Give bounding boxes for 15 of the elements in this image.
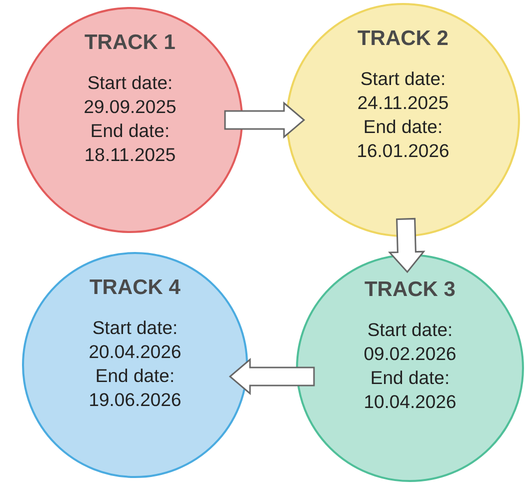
block-arrow xyxy=(388,218,426,274)
date-text: Start date: 24.11.2025 xyxy=(356,67,450,115)
date-text: End date: 18.11.2025 xyxy=(83,119,177,167)
date-text: End date: 16.01.2026 xyxy=(356,115,450,163)
date-text: End date: 10.04.2026 xyxy=(362,366,458,414)
date-text: Start date: 20.04.2026 xyxy=(88,316,182,364)
date-text: Start date: 09.02.2026 xyxy=(362,318,458,366)
date-text: End date: 19.06.2026 xyxy=(88,364,182,412)
track-title: TRACK 2 xyxy=(357,27,448,51)
block-arrow xyxy=(224,101,306,139)
block-arrow xyxy=(228,358,315,396)
track-title: TRACK 3 xyxy=(364,278,456,302)
date-text: Start date: 29.09.2025 xyxy=(82,71,178,119)
track-title: TRACK 1 xyxy=(84,31,176,55)
track-title: TRACK 4 xyxy=(89,276,180,300)
